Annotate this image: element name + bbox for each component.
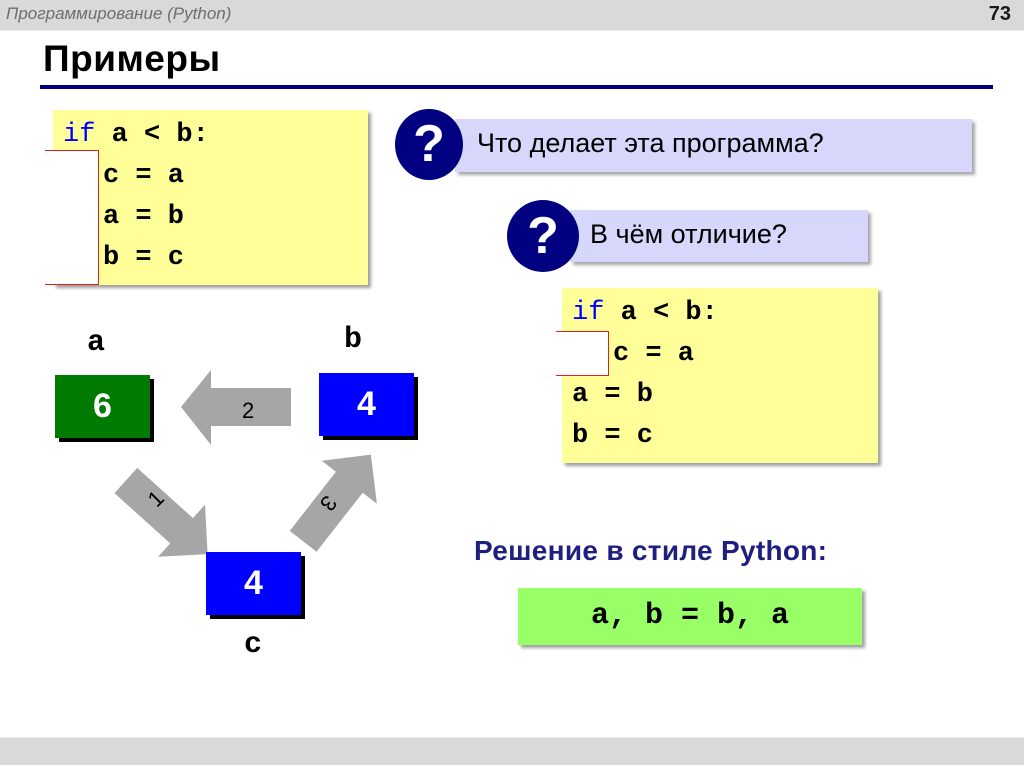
arrow-3-label: 3 <box>314 490 343 516</box>
code-line-2: c = a <box>103 161 185 191</box>
code-line-4: b = c <box>572 421 654 451</box>
keyword-if: if <box>572 298 605 328</box>
question-2-label: В чём отличие? <box>570 210 868 262</box>
question-2-icon: ? <box>507 200 579 272</box>
code-line-1: if a < b: <box>572 298 718 328</box>
page-number: 73 <box>988 3 1011 25</box>
solution-code: a, b = b, a <box>518 588 862 645</box>
code-line-3: a = b <box>572 380 654 410</box>
code-line-1: if a < b: <box>63 120 209 150</box>
code-line-4: b = c <box>103 243 185 273</box>
arrow-step-2: 2 <box>181 370 291 445</box>
solution-heading: Решение в стиле Python: <box>474 535 828 566</box>
var-a-label: a <box>87 326 106 360</box>
arrow-step-3 <box>289 454 377 552</box>
course-title: Программирование (Python) <box>6 4 232 23</box>
header-bar: Программирование (Python) 73 <box>0 0 1024 31</box>
code-line-2: c = a <box>613 339 695 369</box>
question-1-label: Что делает эта программа? <box>455 119 972 172</box>
keyword-if: if <box>63 120 96 150</box>
code-block-1: if a < b: c = a a = b b = c <box>53 110 368 285</box>
var-c-label: c <box>244 628 263 662</box>
indent-bracket-2 <box>556 331 609 376</box>
title-divider <box>40 85 993 89</box>
question-1-text: Что делает эта программа? <box>477 128 824 158</box>
footer-bar <box>0 737 1024 765</box>
slide-title: Примеры <box>43 38 221 79</box>
code-block-2: if a < b: c = a a = b b = c <box>562 288 878 463</box>
arrow-2-label: 2 <box>242 398 254 423</box>
var-a-box: 6 <box>55 375 150 438</box>
var-c-box: 4 <box>206 552 301 615</box>
question-1-icon: ? <box>395 109 463 180</box>
code-line-3: a = b <box>103 202 185 232</box>
var-b-box: 4 <box>319 373 414 436</box>
question-2-text: В чём отличие? <box>590 219 787 249</box>
arrow-1-label: 1 <box>142 485 169 512</box>
indent-bracket-1 <box>45 150 99 285</box>
var-b-label: b <box>344 323 363 357</box>
